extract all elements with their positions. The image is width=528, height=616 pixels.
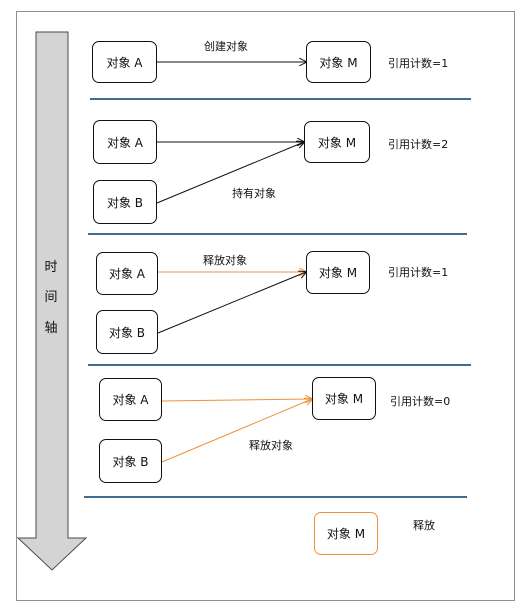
stage5-released-object-m-node: 对象 M [314,512,378,555]
stage1-object-m-node: 对象 M [306,41,371,83]
stage4-object-a-node: 对象 A [99,378,162,421]
stage3-ref-count: 引用计数=1 [388,266,449,279]
stage2-divider [88,233,467,235]
stage4-b-to-m-edge [161,399,312,463]
diagram-frame [16,11,515,601]
stage2-object-m-node: 对象 M [304,121,370,163]
stage1-divider [90,98,471,100]
stage3-edge-label: 释放对象 [203,254,247,267]
stage4-a-to-m-edge [161,399,312,401]
stage5-release-label: 释放 [413,519,435,532]
stage3-b-to-m-edge [157,272,306,334]
stage3-object-m-node: 对象 M [306,251,370,294]
stage4-ref-count: 引用计数=0 [390,395,451,408]
timeline-char-3: 轴 [44,321,58,336]
stage2-edge-label: 持有对象 [232,187,276,200]
timeline-arrow [16,31,88,571]
stage1-object-a-node: 对象 A [92,41,157,83]
timeline-char-2: 间 [44,290,58,305]
stage4-divider [84,496,467,498]
stage4-object-m-node: 对象 M [312,377,376,420]
stage2-b-to-m-edge [156,142,304,204]
stage2-object-b-node: 对象 B [93,180,157,224]
stage4-edge-label: 释放对象 [249,439,293,452]
stage2-object-a-node: 对象 A [93,120,157,164]
stage3-object-b-node: 对象 B [96,310,158,354]
stage1-ref-count: 引用计数=1 [388,57,449,70]
stage3-object-a-node: 对象 A [96,252,158,295]
timeline-char-1: 时 [44,260,58,275]
stage4-object-b-node: 对象 B [99,439,162,483]
stage3-divider [88,364,471,366]
stage1-edge-label: 创建对象 [204,40,248,53]
stage2-ref-count: 引用计数=2 [388,138,449,151]
